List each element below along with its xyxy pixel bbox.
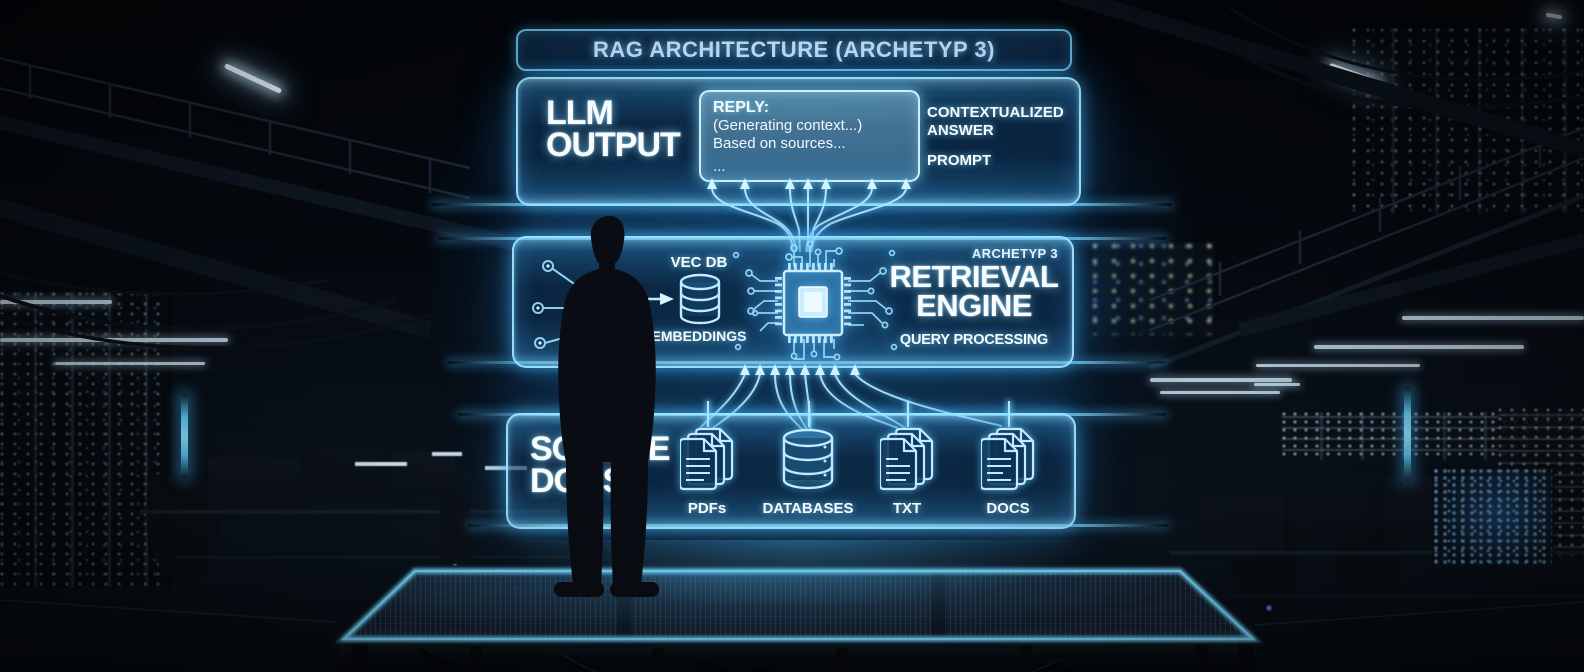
databases-icon [782, 428, 834, 490]
vec-db-database-icon [679, 273, 721, 325]
reply-line: Based on sources... [713, 135, 846, 153]
reply-line: ... [713, 157, 726, 175]
connector-tick [1008, 401, 1010, 427]
reply-line: (Generating context...) [713, 117, 863, 134]
retrieval-title-line2: ENGINE [916, 288, 1032, 324]
retrieval-engine-title: RETRIEVAL ENGINE [876, 261, 1072, 324]
source-item-docs: DOCS [953, 401, 1063, 517]
source-item-label: DATABASES [762, 500, 854, 517]
reply-heading: REPLY: [713, 99, 770, 116]
reply-box: REPLY: (Generating context...) Based on … [699, 90, 920, 182]
llm-output-label: LLM OUTPUT [546, 94, 681, 165]
source-item-label: DOCS [986, 500, 1030, 517]
txt-documents-icon [880, 427, 934, 491]
connector-tick [808, 401, 810, 427]
llm-output-label-line2: OUTPUT [546, 126, 681, 165]
diagram-title: RAG ARCHITECTURE (ARCHETYP 3) [593, 37, 995, 62]
person-silhouette [554, 215, 659, 597]
diagram-title-bar: RAG ARCHITECTURE (ARCHETYP 3) [516, 29, 1072, 71]
llm-output-label-line1: LLM [546, 94, 614, 132]
docs-documents-icon [981, 427, 1035, 491]
connector-tick [907, 401, 909, 427]
source-item-txt: TXT [852, 401, 962, 517]
source-item-label: TXT [892, 500, 922, 517]
query-processing-label: QUERY PROCESSING [899, 332, 1049, 348]
pdfs-documents-icon [680, 427, 734, 491]
contextualized-answer-label: CONTEXTUALIZED ANSWER [927, 104, 1064, 139]
connector-tick [707, 401, 709, 427]
source-item-databases: DATABASES [753, 401, 863, 517]
prompt-label: PROMPT [927, 152, 992, 169]
